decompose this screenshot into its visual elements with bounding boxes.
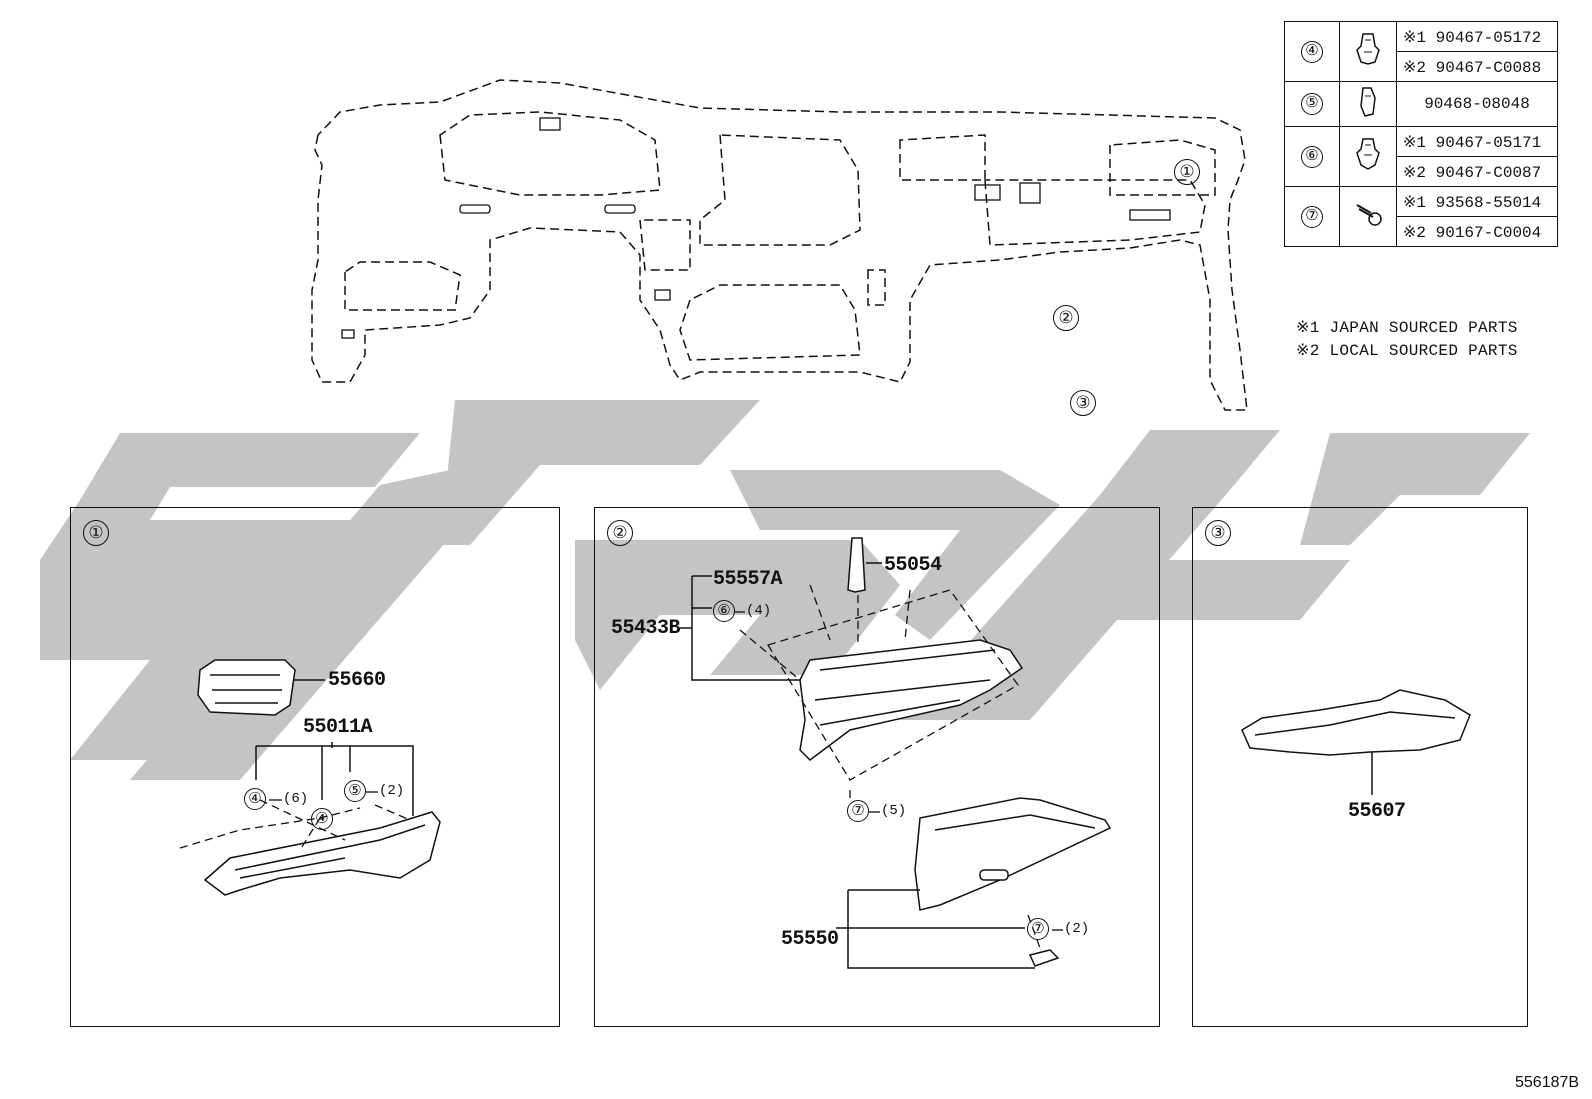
callout-6: ⑥ [713, 600, 735, 622]
under-cover-55607 [1241, 689, 1471, 756]
legend-part-6-2: ※2 90467-C0087 [1396, 156, 1558, 187]
callout-7: ⑦ [1027, 918, 1049, 940]
legend-part-6-1: ※1 90467-05171 [1396, 126, 1558, 157]
right-upper-panel [899, 134, 986, 181]
clip-icon [1339, 21, 1397, 82]
callout-qty: (2) [1064, 921, 1090, 937]
callout-qty: (6) [283, 791, 309, 807]
legend-part-7-1: ※1 93568-55014 [1396, 186, 1558, 217]
callout-qty: (4) [746, 603, 772, 619]
stopper [1028, 949, 1060, 967]
panel-2-ref: ② [607, 520, 633, 546]
legend-note-2: ※2 LOCAL SOURCED PARTS [1296, 342, 1518, 360]
legend-ref-5: ⑤ [1284, 81, 1340, 127]
part-label-55011A: 55011A [303, 716, 373, 739]
callout-qty: (5) [881, 803, 907, 819]
legend-ref-4: ④ [1284, 21, 1340, 82]
damper-55054 [847, 537, 866, 593]
part-label-55550: 55550 [781, 928, 839, 951]
callout-7: ⑦ [847, 800, 869, 822]
instrument-panel-outline [311, 79, 1248, 411]
legend-ref-6: ⑥ [1284, 126, 1340, 187]
glovebox-frame-55433B [799, 639, 1024, 761]
legend-ref-7: ⑦ [1284, 186, 1340, 247]
legend-part-5: 90468-08048 [1396, 81, 1558, 127]
overview-callout-3: ③ [1070, 390, 1096, 416]
legend-note-1: ※1 JAPAN SOURCED PARTS [1296, 319, 1518, 337]
panel-1-ref: ① [83, 520, 109, 546]
detail-panel-2: ② [594, 507, 1160, 1027]
legend-part-4-2: ※2 90467-C0088 [1396, 51, 1558, 82]
lower-panel-55011A [203, 811, 441, 896]
part-label-55607: 55607 [1348, 800, 1406, 823]
overview-callout-1: ① [1174, 159, 1200, 185]
diagram-id: 556187B [1515, 1074, 1580, 1091]
callout-qty: (2) [379, 783, 405, 799]
center-stack [699, 134, 861, 246]
gauge-cluster [439, 111, 661, 196]
clip-icon [1339, 81, 1397, 127]
screw-icon [1339, 186, 1397, 247]
left-vent [344, 261, 461, 311]
fastener-legend: ④ ※1 90467-05172 ※2 90467-C0088 ⑤ 90468-… [1284, 21, 1558, 247]
panel-3-ref: ③ [1205, 520, 1231, 546]
clip-icon [1339, 126, 1397, 187]
callout-4: ④ [311, 808, 333, 830]
switch-55660 [197, 659, 296, 716]
part-label-55433B: 55433B [611, 617, 681, 640]
part-label-55054: 55054 [884, 554, 942, 577]
part-label-55660: 55660 [328, 669, 386, 692]
lower-center-panel [679, 284, 861, 361]
glove-box-outline [984, 179, 1206, 246]
detail-panel-1: ① [70, 507, 560, 1027]
callout-5: ⑤ [344, 780, 366, 802]
detail-panel-3: ③ [1192, 507, 1528, 1027]
overview-callout-2: ② [1053, 305, 1079, 331]
callout-4: ④ [244, 788, 266, 810]
legend-part-7-2: ※2 90167-C0004 [1396, 216, 1558, 247]
legend-part-4-1: ※1 90467-05172 [1396, 21, 1558, 52]
part-label-55557A: 55557A [713, 568, 783, 591]
